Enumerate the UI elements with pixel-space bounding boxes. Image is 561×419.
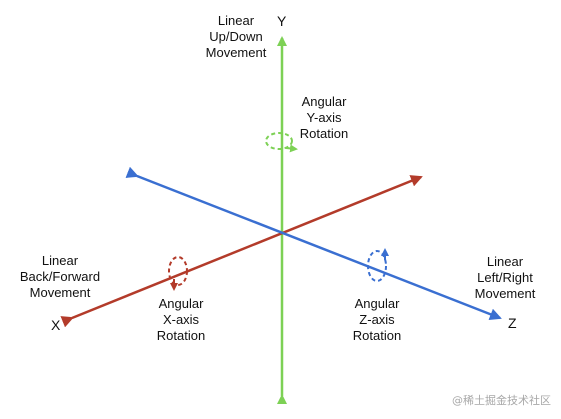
angular-x-label: Angular X-axis Rotation [157, 296, 205, 343]
z-rotation-icon [367, 248, 389, 282]
angular-z-label: Angular Z-axis Rotation [353, 296, 401, 343]
svg-text:Rotation: Rotation [353, 328, 401, 343]
svg-text:Angular: Angular [355, 296, 400, 311]
svg-text:Y-axis: Y-axis [307, 110, 342, 125]
z-axis-line [125, 166, 502, 320]
angular-y-label: Angular Y-axis Rotation [300, 94, 348, 141]
linear-z-label: Linear Left/Right Movement [475, 254, 536, 301]
x-rotation-icon [168, 256, 188, 291]
svg-text:Back/Forward: Back/Forward [20, 269, 100, 284]
svg-text:Movement: Movement [206, 45, 267, 60]
z-axis-letter: Z [508, 315, 517, 331]
watermark: @稀土掘金技术社区 [452, 393, 551, 407]
linear-y-label: Linear Up/Down Movement [206, 13, 267, 60]
svg-text:Linear: Linear [218, 13, 255, 28]
linear-x-label: Linear Back/Forward Movement [20, 253, 100, 300]
svg-text:Rotation: Rotation [157, 328, 205, 343]
svg-text:Angular: Angular [159, 296, 204, 311]
svg-text:Left/Right: Left/Right [477, 270, 533, 285]
y-axis-letter: Y [277, 13, 287, 29]
svg-text:Rotation: Rotation [300, 126, 348, 141]
svg-text:Linear: Linear [42, 253, 79, 268]
svg-text:X-axis: X-axis [163, 312, 200, 327]
x-axis-letter: X [51, 317, 61, 333]
svg-text:Angular: Angular [302, 94, 347, 109]
svg-text:Z-axis: Z-axis [359, 312, 395, 327]
svg-text:Movement: Movement [30, 285, 91, 300]
y-rotation-icon [265, 132, 298, 153]
svg-text:Up/Down: Up/Down [209, 29, 262, 44]
svg-text:Linear: Linear [487, 254, 524, 269]
svg-text:Movement: Movement [475, 286, 536, 301]
